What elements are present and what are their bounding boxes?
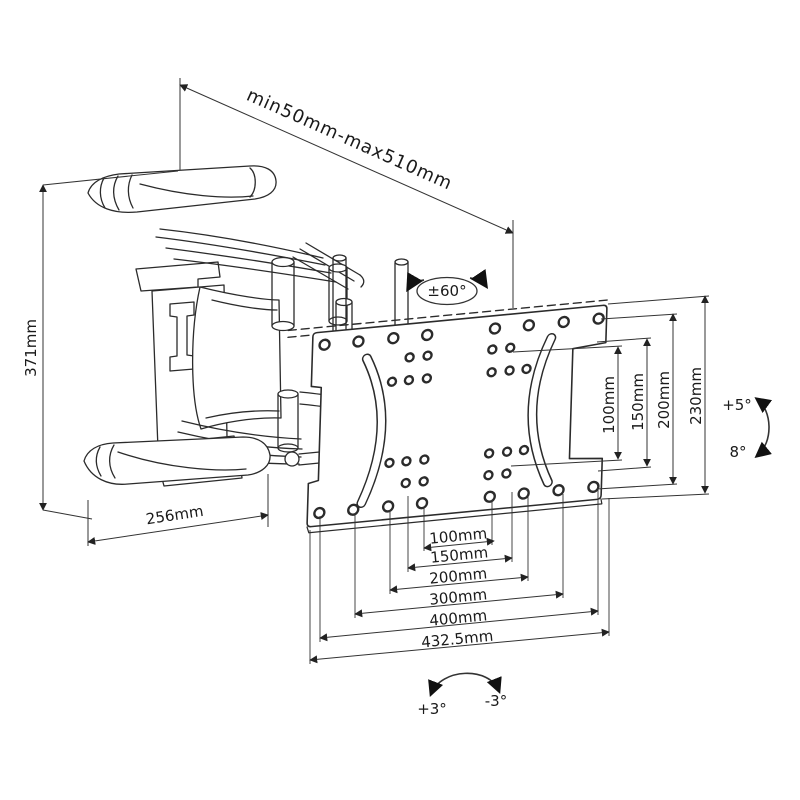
top-tv-bracket: [87, 165, 277, 214]
label-horizontal-200: 200mm: [429, 564, 488, 587]
dim-vertical-150: [596, 337, 652, 472]
label-vertical-100: 100mm: [600, 376, 618, 434]
tilt-arc: [754, 397, 773, 459]
label-horizontal-432: 432.5mm: [420, 627, 494, 652]
dim-height: [39, 170, 179, 520]
label-swivel-range: ±60°: [427, 282, 466, 300]
fine-swivel-arc: [428, 672, 502, 697]
label-horizontal-400: 400mm: [429, 606, 488, 629]
label-vertical-150: 150mm: [629, 373, 647, 431]
dim-vertical-230: [601, 295, 710, 500]
label-horizontal-150: 150mm: [430, 543, 489, 566]
dim-horizontal-150: [407, 554, 513, 572]
label-swivel-plus: +3°: [417, 700, 447, 718]
dim-horizontal-100: [423, 537, 495, 552]
swivel-range-indicator: [406, 269, 488, 306]
plate-thickness-edge: [306, 498, 603, 534]
dim-extension-range: [179, 78, 514, 308]
label-arm-width: 256mm: [145, 502, 205, 528]
label-horizontal-300: 300mm: [429, 585, 488, 608]
dimensions: [39, 78, 773, 697]
dim-vertical-200: [596, 313, 678, 490]
arm-assembly: [83, 165, 409, 487]
right-arc-slot: [527, 332, 557, 488]
bottom-tv-bracket: [83, 436, 271, 485]
label-swivel-minus: -3°: [485, 692, 507, 710]
plate-outline: [306, 304, 608, 528]
arm-face: [191, 286, 282, 430]
label-horizontal-100: 100mm: [429, 524, 488, 547]
dim-vertical-100: [510, 345, 623, 467]
label-tilt-up: +5°: [722, 396, 752, 414]
dim-arm-width: [87, 474, 269, 546]
left-arc-slot: [356, 353, 387, 509]
vesa-plate: [287, 299, 608, 534]
label-vertical-230: 230mm: [687, 367, 705, 425]
dim-horizontal-200: [389, 573, 529, 594]
plate-holes: [313, 312, 605, 520]
label-vertical-200: 200mm: [655, 371, 673, 429]
label-tilt-down: 8°: [729, 443, 746, 461]
label-height: 371mm: [22, 319, 40, 377]
dim-horizontal-432: [309, 628, 610, 664]
